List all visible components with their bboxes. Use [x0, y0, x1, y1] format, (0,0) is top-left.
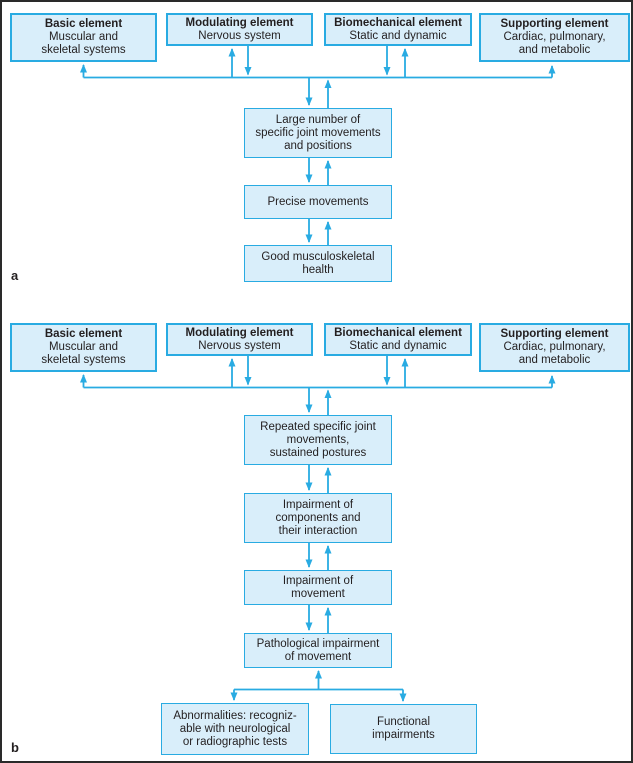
box-biomechanical-element: Biomechanical element Static and dynamic — [324, 323, 472, 356]
box-basic-element: Basic element Muscular and skeletal syst… — [10, 323, 157, 372]
box-impairment-components: Impairment of components and their inter… — [244, 493, 392, 543]
box-abnormalities: Abnormalities: recogniz- able with neuro… — [161, 703, 309, 755]
box-subtitle: Cardiac, pulmonary, and metabolic — [503, 31, 606, 56]
box-repeated-movements: Repeated specific joint movements, susta… — [244, 415, 392, 465]
panel-b-label: b — [11, 740, 19, 755]
box-subtitle: Static and dynamic — [349, 339, 447, 352]
box-musculoskeletal-health: Good musculoskeletal health — [244, 245, 392, 282]
box-biomechanical-element: Biomechanical element Static and dynamic — [324, 13, 472, 46]
box-subtitle: Static and dynamic — [349, 29, 447, 42]
box-supporting-element: Supporting element Cardiac, pulmonary, a… — [479, 13, 630, 62]
box-text: Impairment of components and their inter… — [275, 498, 361, 537]
box-functional-impairments: Functional impairments — [330, 704, 477, 754]
box-title: Basic element — [44, 328, 123, 340]
box-subtitle: Nervous system — [198, 29, 281, 42]
box-subtitle: Muscular and skeletal systems — [41, 31, 126, 56]
box-basic-element: Basic element Muscular and skeletal syst… — [10, 13, 157, 62]
box-text: Functional impairments — [372, 716, 435, 741]
box-title: Supporting element — [500, 328, 609, 340]
box-title: Biomechanical element — [334, 326, 462, 339]
box-supporting-element: Supporting element Cardiac, pulmonary, a… — [479, 323, 630, 372]
box-text: Large number of specific joint movements… — [255, 113, 381, 152]
box-text: Good musculoskeletal health — [261, 250, 375, 276]
box-joint-movements: Large number of specific joint movements… — [244, 108, 392, 158]
box-text: Repeated specific joint movements, susta… — [260, 420, 376, 459]
box-subtitle: Muscular and skeletal systems — [41, 341, 126, 366]
box-text: Pathological impairment of movement — [256, 637, 380, 663]
box-title: Basic element — [44, 18, 123, 30]
box-title: Biomechanical element — [334, 16, 462, 29]
box-modulating-element: Modulating element Nervous system — [166, 323, 313, 356]
box-impairment-movement: Impairment of movement — [244, 570, 392, 605]
box-subtitle: Cardiac, pulmonary, and metabolic — [503, 341, 606, 366]
box-text: Precise movements — [267, 195, 369, 208]
box-pathological-impairment: Pathological impairment of movement — [244, 633, 392, 668]
box-modulating-element: Modulating element Nervous system — [166, 13, 313, 46]
box-text: Abnormalities: recogniz- able with neuro… — [173, 709, 297, 748]
box-precise-movements: Precise movements — [244, 185, 392, 219]
box-title: Modulating element — [185, 326, 294, 339]
box-subtitle: Nervous system — [198, 339, 281, 352]
panel-a-label: a — [11, 268, 19, 283]
box-text: Impairment of movement — [282, 574, 354, 600]
box-title: Supporting element — [500, 18, 609, 30]
box-title: Modulating element — [185, 16, 294, 29]
